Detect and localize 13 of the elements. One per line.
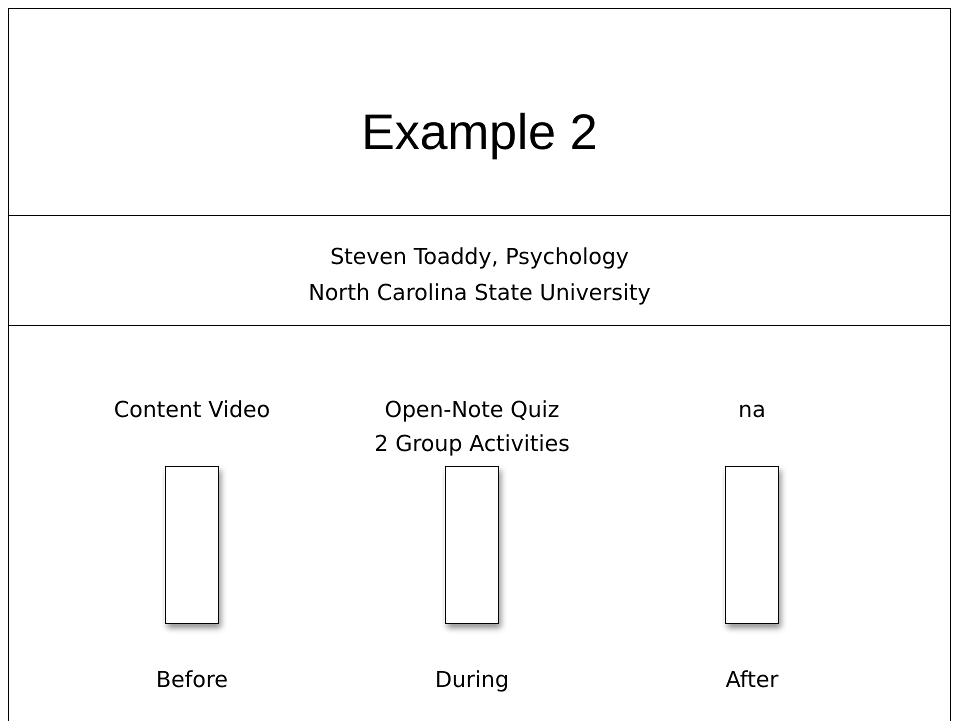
- subtitle: Steven Toaddy, Psychology: [329, 245, 630, 270]
- phase-box: [725, 466, 779, 624]
- phase-box: [165, 466, 219, 624]
- activity-label: na: [738, 397, 766, 425]
- subtitle: North Carolina State University: [307, 281, 652, 306]
- phase-label: Before: [156, 668, 228, 693]
- phase-box: [445, 466, 499, 624]
- title: Example 2: [360, 103, 599, 161]
- activity-label: Open-Note Quiz: [384, 397, 560, 425]
- phase-label: After: [726, 668, 778, 693]
- activity-label: Content Video: [114, 397, 270, 425]
- activity-label: 2 Group Activities: [374, 431, 570, 459]
- phase-label: During: [435, 668, 509, 693]
